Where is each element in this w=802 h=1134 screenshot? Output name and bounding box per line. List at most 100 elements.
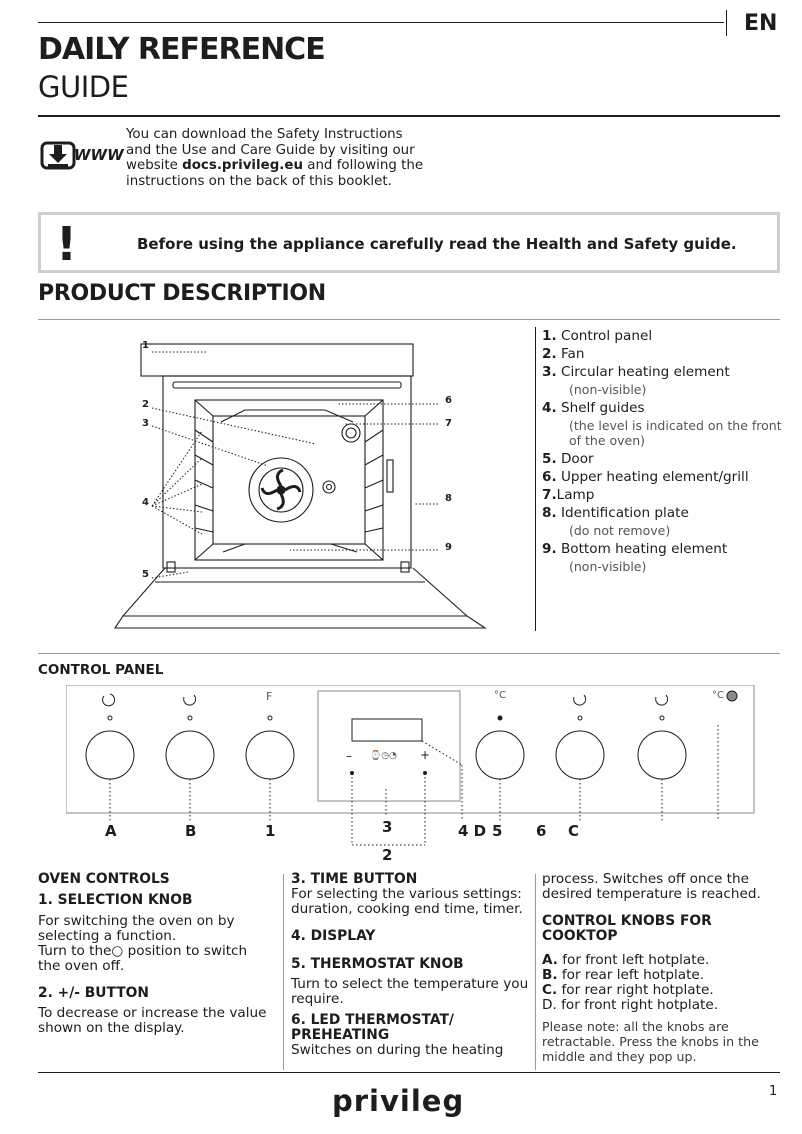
off-position-icon: ○ xyxy=(111,943,124,959)
plus-minus-button-text-2: shown on the display. xyxy=(38,1020,185,1036)
callout-5: 5 xyxy=(142,569,149,580)
column-divider-2 xyxy=(535,874,536,1070)
footer-rule xyxy=(38,1072,780,1073)
oven-controls-col3: process. Switches off once the desired t… xyxy=(542,871,787,1065)
time-button-title: 3. TIME BUTTON xyxy=(291,871,418,887)
led-thermostat-title-2: PREHEATING xyxy=(291,1027,390,1043)
product-description-heading: PRODUCT DESCRIPTION xyxy=(38,281,326,306)
download-info: You can download the Safety Instructions… xyxy=(126,127,446,189)
label-5: 5 xyxy=(492,822,503,840)
thermostat-symbol: °C xyxy=(494,690,506,701)
retractable-note-2: retractable. Press the knobs in the xyxy=(542,1034,759,1049)
control-panel-heading: CONTROL PANEL xyxy=(38,662,164,678)
label-4d: 4 D xyxy=(458,822,487,840)
page-title-line2: GUIDE xyxy=(38,70,129,104)
parts-list: 1. Control panel 2. Fan 3. Circular heat… xyxy=(542,328,787,574)
download-line1: You can download the Safety Instructions xyxy=(126,127,403,142)
exclamation-icon: ! xyxy=(56,217,77,271)
label-b: B xyxy=(185,822,197,840)
part-item-2: 2. Fan xyxy=(542,346,585,362)
oven-callouts: 1 2 3 4 5 6 7 8 9 xyxy=(138,336,468,586)
cooktop-knob-b: B. for rear left hotplate. xyxy=(542,967,705,983)
title-rule xyxy=(38,115,780,117)
download-www-text: WWW xyxy=(74,146,124,164)
page-number: 1 xyxy=(769,1084,778,1099)
label-6: 6 xyxy=(536,822,547,840)
part-item-4-note-1: (the level is indicated on the front xyxy=(569,418,782,433)
part-item-7: 7.Lamp xyxy=(542,487,595,503)
callout-6: 6 xyxy=(445,395,452,406)
download-line2: and the Use and Care Guide by visiting o… xyxy=(126,142,415,158)
label-1: 1 xyxy=(265,822,276,840)
cooktop-knob-a: A. for front left hotplate. xyxy=(542,952,710,968)
cooktop-knob-d: D. for front right hotplate. xyxy=(542,997,719,1013)
cooktop-knob-c: C. for rear right hotplate. xyxy=(542,982,714,998)
download-line3: website docs.privileg.eu and following t… xyxy=(126,158,424,173)
selection-knob-text-4: the oven off. xyxy=(38,958,125,974)
part-item-9-note: (non-visible) xyxy=(569,559,647,574)
fan-function-symbol: F xyxy=(266,690,273,703)
warning-text: Before using the appliance carefully rea… xyxy=(137,235,737,253)
retractable-note-1: Please note: all the knobs are xyxy=(542,1019,729,1034)
selection-knob-title: 1. SELECTION KNOB xyxy=(38,892,193,908)
selection-knob-text-3: Turn to the○ position to switch xyxy=(38,943,248,959)
part-item-8-note: (do not remove) xyxy=(569,523,671,538)
plus-minus-button-title: 2. +/- BUTTON xyxy=(38,985,149,1001)
led-thermostat-text-3: desired temperature is reached. xyxy=(542,886,761,902)
download-www-icon xyxy=(40,140,120,172)
thermostat-knob-text-1: Turn to select the temperature you xyxy=(291,976,529,992)
product-description-divider xyxy=(535,327,536,631)
callout-2: 2 xyxy=(142,399,149,410)
led-thermostat-text-1: Switches on during the heating xyxy=(291,1042,504,1058)
part-item-8: 8. Identification plate xyxy=(542,505,689,521)
thermostat-knob-title: 5. THERMOSTAT KNOB xyxy=(291,956,464,972)
product-description-rule xyxy=(38,319,780,320)
label-3: 3 xyxy=(382,818,393,836)
part-item-9: 9. Bottom heating element xyxy=(542,541,728,557)
selection-knob-text-2: selecting a function. xyxy=(38,928,177,944)
time-button-text-1: For selecting the various settings: xyxy=(291,886,522,902)
label-2: 2 xyxy=(382,846,393,864)
cooktop-knobs-title-2: COOKTOP xyxy=(542,928,618,944)
callout-3: 3 xyxy=(142,418,149,429)
minus-button[interactable]: – xyxy=(346,749,352,763)
top-rule-divider xyxy=(726,10,727,36)
page-title-line1: DAILY REFERENCE xyxy=(38,32,326,67)
part-item-3: 3. Circular heating element xyxy=(542,364,730,380)
download-url[interactable]: docs.privileg.eu xyxy=(182,158,303,173)
time-button-text-2: duration, cooking end time, timer. xyxy=(291,901,523,917)
part-item-5: 5. Door xyxy=(542,451,594,467)
oven-controls-heading: OVEN CONTROLS xyxy=(38,871,170,887)
oven-controls-col2: 3. TIME BUTTON For selecting the various… xyxy=(291,872,531,1058)
top-rule xyxy=(38,22,724,23)
led-thermostat-text-2: process. Switches off once the xyxy=(542,871,749,887)
part-item-3-note: (non-visible) xyxy=(569,382,647,397)
plus-button[interactable]: + xyxy=(420,748,431,762)
display-title: 4. DISPLAY xyxy=(291,928,376,944)
part-item-6: 6. Upper heating element/grill xyxy=(542,469,749,485)
cooktop-knobs-title-1: CONTROL KNOBS FOR xyxy=(542,913,712,929)
control-panel-diagram: F °C °C – + ⌚◷◔ xyxy=(66,685,756,865)
plus-minus-button-text-1: To decrease or increase the value xyxy=(38,1005,267,1021)
callout-9: 9 xyxy=(445,542,452,553)
retractable-note-3: middle and they pop up. xyxy=(542,1049,697,1064)
part-item-4-note-2: of the oven) xyxy=(569,433,646,448)
time-button-icons[interactable]: ⌚◷◔ xyxy=(370,751,397,761)
download-line4: instructions on the back of this booklet… xyxy=(126,173,392,189)
brand-logo: privileg xyxy=(332,1084,465,1118)
callout-8: 8 xyxy=(445,493,452,504)
callout-7: 7 xyxy=(445,418,452,429)
column-divider-1 xyxy=(283,874,284,1070)
oven-illustration xyxy=(95,330,487,634)
language-label: EN xyxy=(744,11,778,36)
control-panel-rule xyxy=(38,653,780,654)
thermostat-knob-text-2: require. xyxy=(291,991,344,1007)
part-item-4: 4. Shelf guides xyxy=(542,400,645,416)
callout-1: 1 xyxy=(142,340,149,351)
part-item-1: 1. Control panel xyxy=(542,328,653,344)
callout-4: 4 xyxy=(142,497,149,508)
selection-knob-text-1: For switching the oven on by xyxy=(38,913,235,929)
label-a: A xyxy=(105,822,117,840)
label-c: C xyxy=(568,822,580,840)
oven-controls-col1: OVEN CONTROLS 1. SELECTION KNOB For swit… xyxy=(38,872,278,1036)
